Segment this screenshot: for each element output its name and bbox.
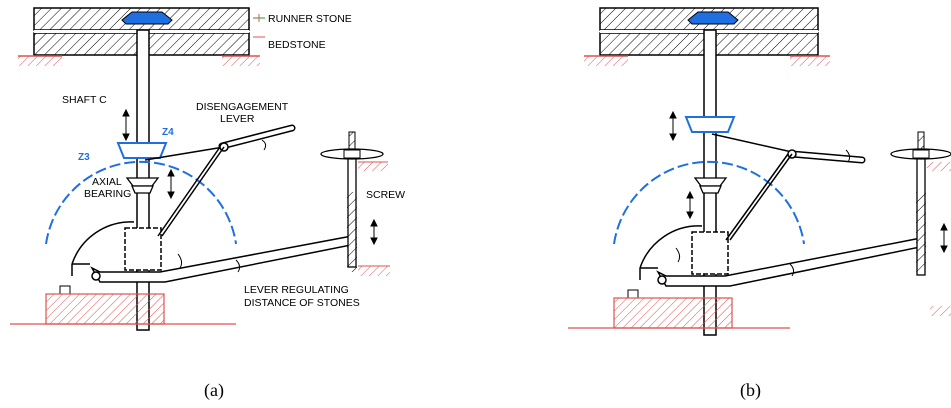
label-shaft: SHAFT C [62, 94, 107, 106]
label-lever-2: DISTANCE OF STONES [244, 297, 360, 309]
axial-bearing [125, 177, 160, 187]
label-z3: Z3 [78, 152, 90, 163]
panel-b: (b) [568, 7, 951, 401]
caption-b: (b) [740, 380, 761, 401]
gear-z4-b [684, 116, 736, 133]
rynd-icon-b [687, 11, 739, 25]
label-z4: Z4 [162, 127, 174, 138]
coupling [124, 227, 162, 271]
label-lever-1: LEVER REGULATING [244, 284, 349, 296]
base-block-a [45, 293, 165, 325]
caption-a: (a) [204, 380, 224, 401]
gear-z4 [116, 142, 168, 159]
label-screw: SCREW [366, 189, 405, 201]
gear-z3-arc [45, 160, 237, 245]
base-block-b [613, 297, 733, 329]
label-bearing: BEARING [84, 188, 131, 200]
gear-z3-arc-b [613, 160, 805, 245]
rynd-icon [121, 11, 173, 25]
label-disengagement-1: DISENGAGEMENT [196, 101, 289, 113]
label-bedstone: BEDSTONE [268, 39, 326, 51]
panel-a: RUNNER STONE BEDSTONE SHAFT C DISENGAGEM… [10, 7, 405, 401]
label-runner-stone: RUNNER STONE [268, 13, 352, 25]
label-disengagement-2: LEVER [220, 113, 255, 125]
label-axial: AXIAL [92, 176, 122, 188]
